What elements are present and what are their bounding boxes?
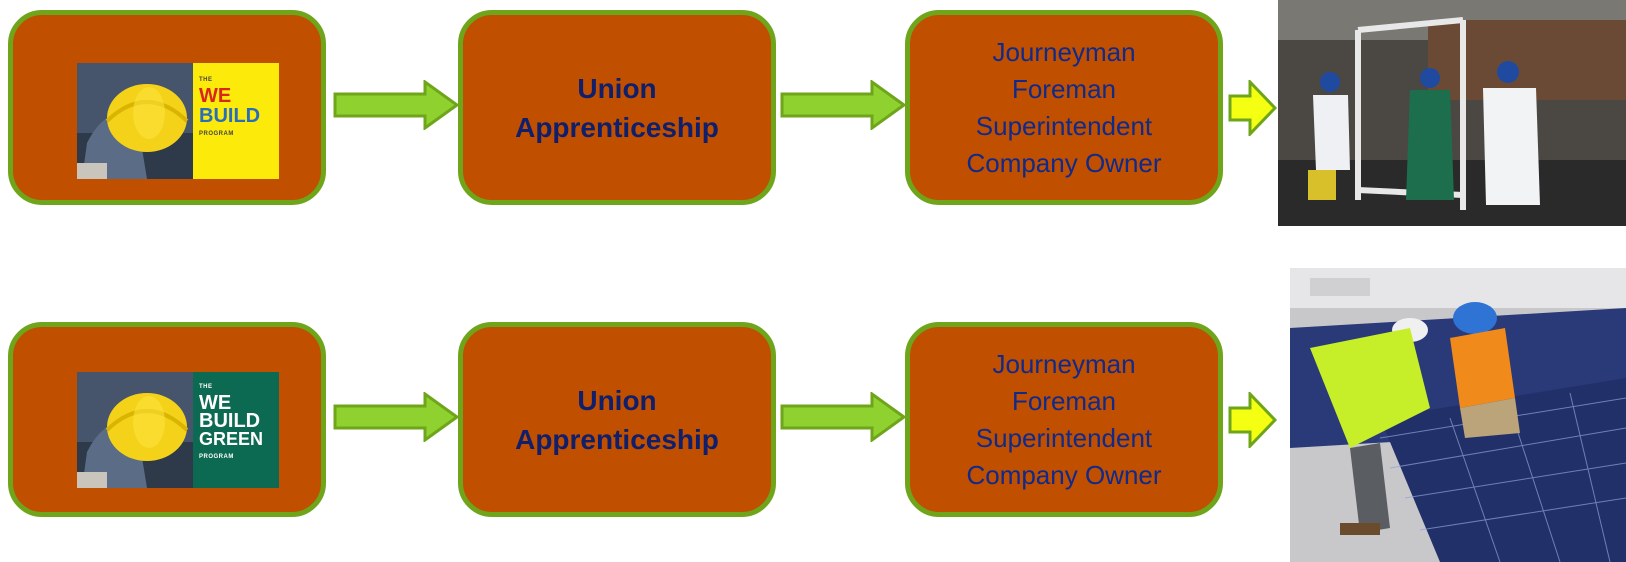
apprenticeship-box: Union Apprenticeship xyxy=(458,10,776,205)
right-arrow-icon xyxy=(1228,80,1278,136)
career-path-row-2: THE WE BUILD GREEN PROGRAM Union Apprent… xyxy=(0,312,1626,542)
role-foreman: Foreman xyxy=(1011,73,1117,104)
logo-prefix: THE xyxy=(199,77,213,83)
logo-prefix: THE xyxy=(199,384,213,390)
right-arrow-icon xyxy=(333,392,460,442)
role-journeyman: Journeyman xyxy=(992,36,1136,67)
right-arrow-icon xyxy=(333,80,460,130)
logo-line1: WE xyxy=(199,392,232,414)
logo-line3: GREEN xyxy=(199,429,264,449)
logo-suffix: PROGRAM xyxy=(199,131,234,137)
career-roles-box: Journeyman Foreman Superintendent Compan… xyxy=(905,10,1223,205)
program-box: THE WE BUILD PROGRAM xyxy=(8,10,326,205)
career-path-row-1: THE WE BUILD PROGRAM Union Apprenticeshi… xyxy=(0,0,1626,230)
right-arrow-icon xyxy=(1228,392,1278,448)
we-build-logo: THE WE BUILD PROGRAM xyxy=(77,63,279,179)
right-arrow-icon xyxy=(780,80,907,130)
apprenticeship-box: Union Apprenticeship xyxy=(458,322,776,517)
we-build-green-logo: THE WE BUILD GREEN PROGRAM xyxy=(77,372,279,488)
logo-line1: WE xyxy=(199,85,232,107)
right-arrow-icon xyxy=(780,392,907,442)
logo-suffix: PROGRAM xyxy=(199,454,234,460)
stage-title-line2: Apprenticeship xyxy=(515,111,719,143)
role-superintendent: Superintendent xyxy=(975,110,1153,141)
role-company-owner: Company Owner xyxy=(966,459,1162,490)
stage-title-line1: Union xyxy=(577,384,657,416)
role-journeyman: Journeyman xyxy=(992,348,1136,379)
logo-line2: BUILD xyxy=(199,105,261,127)
role-foreman: Foreman xyxy=(1011,385,1117,416)
logo-panel: THE WE BUILD PROGRAM xyxy=(193,63,279,179)
role-superintendent: Superintendent xyxy=(975,422,1153,453)
stage-title-line2: Apprenticeship xyxy=(515,423,719,455)
hardhat-worker-photo xyxy=(77,372,193,488)
asbestos-abatement-workers-photo xyxy=(1278,0,1626,226)
program-box: THE WE BUILD GREEN PROGRAM xyxy=(8,322,326,517)
stage-title-line1: Union xyxy=(577,72,657,104)
career-roles-box: Journeyman Foreman Superintendent Compan… xyxy=(905,322,1223,517)
logo-line2: BUILD xyxy=(199,410,261,432)
hardhat-worker-photo xyxy=(77,63,193,179)
solar-panel-installers-photo xyxy=(1290,268,1626,562)
logo-panel: THE WE BUILD GREEN PROGRAM xyxy=(193,372,279,488)
role-company-owner: Company Owner xyxy=(966,147,1162,178)
